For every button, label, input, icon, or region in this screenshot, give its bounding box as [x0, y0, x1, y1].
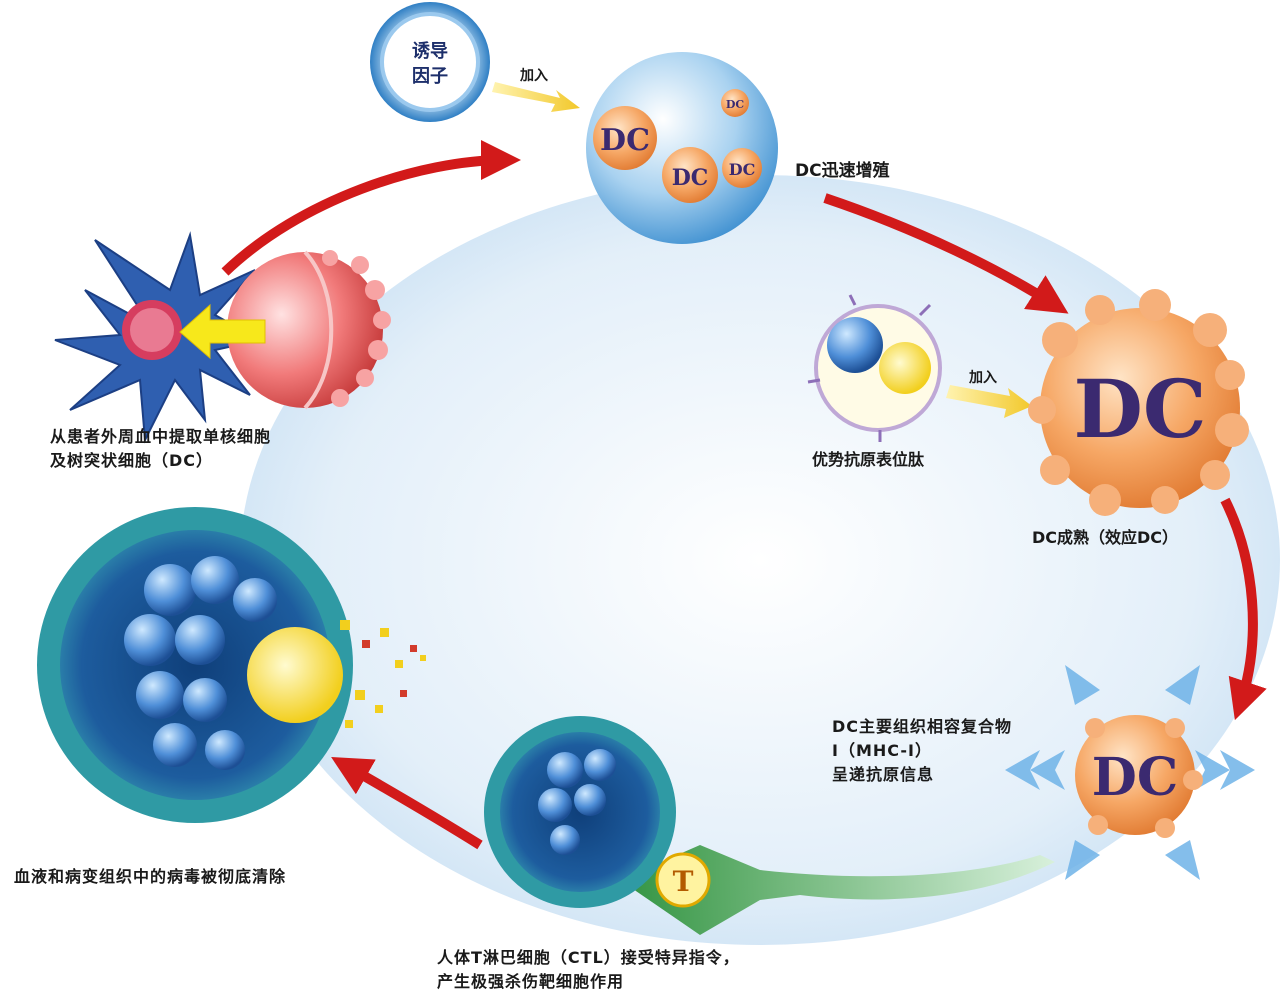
extract-yellow-arrow: [179, 303, 266, 360]
svg-text:DC: DC: [672, 165, 709, 191]
cycle-arrow-ctl-to-cleared: [331, 757, 483, 850]
ctl-label: 人体T淋巴细胞（CTL）接受特异指令， 产生极强杀伤靶细胞作用: [437, 946, 740, 994]
svg-text:DC: DC: [726, 98, 745, 111]
cycle-arrow-extract-to-bubble: [221, 140, 521, 276]
mhc-label-line3: 呈递抗原信息: [832, 765, 935, 784]
add-inducer-arrow: 加入: [492, 68, 580, 112]
svg-text:DC: DC: [729, 160, 756, 179]
small-dc-cell: DC: [662, 147, 718, 203]
dc-proliferation-label: DC迅速增殖: [795, 160, 890, 181]
dc-mature-label: DC成熟（效应DC）: [1032, 528, 1178, 547]
mhc-presenting-dc: DC: [1005, 665, 1255, 880]
extract-label: 从患者外周血中提取单核细胞 及树突状细胞（DC）: [50, 425, 271, 473]
extract-label-line2: 及树突状细胞（DC）: [50, 451, 214, 470]
mature-dc-text: DC: [1073, 362, 1206, 456]
small-dc-cell: DC: [593, 106, 657, 170]
antigen-epitope-cell: [807, 294, 942, 442]
ctl-infected-cell-small: [484, 716, 676, 908]
mature-dc-cell: DC: [1028, 289, 1249, 516]
dc-proliferation-bubble: DC DC DC DC: [586, 52, 778, 244]
ctl-label-line2: 产生极强杀伤靶细胞作用: [437, 972, 625, 991]
t-cell-badge-text: T: [673, 865, 694, 898]
t-cell-green-arrow: T: [620, 845, 1055, 935]
inducer-label-line2: 因子: [412, 66, 448, 87]
infected-cell-large: [37, 507, 426, 823]
cycle-background: [240, 175, 1280, 945]
mhc-label: DC主要组织相容复合物 I（MHC-I） 呈递抗原信息: [832, 715, 1012, 787]
small-dc-cell: DC: [721, 89, 749, 117]
inducer-factor-badge: 诱导 因子: [370, 2, 490, 122]
add-label-right: 加入: [968, 370, 997, 386]
add-epitope-arrow: 加入: [946, 370, 1032, 418]
ctl-label-line1: 人体T淋巴细胞（CTL）接受特异指令，: [437, 948, 740, 967]
extract-label-line1: 从患者外周血中提取单核细胞: [50, 427, 272, 446]
inducer-label-line1: 诱导: [412, 41, 448, 62]
svg-text:DC: DC: [600, 123, 650, 158]
virus-cleared-label: 血液和病变组织中的病毒被彻底清除: [14, 867, 287, 886]
mhc-label-line2: I（MHC-I）: [832, 741, 932, 760]
small-dc-cell: DC: [722, 148, 762, 188]
mhc-label-line1: DC主要组织相容复合物: [832, 717, 1013, 736]
add-label-top: 加入: [519, 68, 548, 84]
antigen-epitope-label: 优势抗原表位肽: [812, 450, 925, 469]
monocyte-red-cell: [227, 250, 391, 410]
mhc-dc-text: DC: [1092, 747, 1178, 808]
dendritic-cell-spiky: [54, 231, 263, 444]
signal-chevrons: [1005, 665, 1255, 880]
cycle-arrow-mature-to-mhc: [1220, 497, 1267, 721]
cycle-arrow-bubble-to-mature: [823, 193, 1069, 314]
